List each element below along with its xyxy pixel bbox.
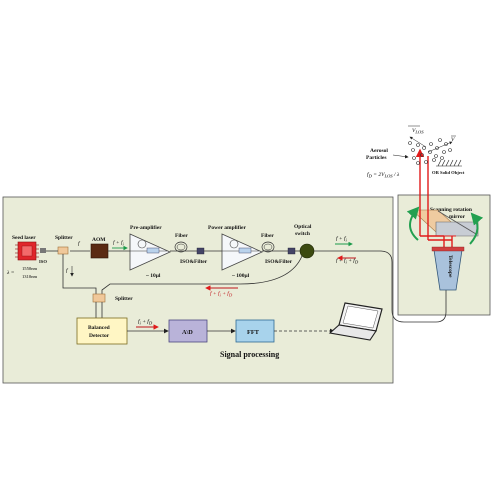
iso-filter-2-label: ISO&Filter [265, 259, 293, 265]
splitter-top-block [57, 246, 69, 255]
out-f-fi-label: f + fi [336, 235, 348, 243]
vlos-label: VLOS [412, 128, 424, 135]
seed-laser-label: Seed laser [12, 235, 36, 241]
balanced-detector-box [76, 317, 128, 345]
optical-switch-label-2: switch [295, 231, 310, 237]
fd-formula: fD = 2VLOS / λ [367, 171, 400, 179]
fiber-return-path [101, 255, 303, 294]
power-amplifier-icon [221, 233, 263, 271]
iso-label: ISO [39, 259, 47, 264]
balanced-detector-label-2: Detector [89, 333, 110, 339]
scanning-label-2: mirror [449, 214, 466, 220]
aom-label: AOM [92, 237, 106, 243]
wavelength-1310: 1310nm [22, 274, 37, 279]
rotation-arrow-right [469, 212, 484, 245]
laptop-icon [328, 302, 383, 341]
aerosol-label-2: Particles [366, 155, 386, 161]
telescope-label: Telescope [447, 255, 453, 278]
fiber-coil-2 [261, 241, 275, 253]
splitter-top-label: Splitter [55, 235, 73, 241]
aerosol-pointer [392, 154, 409, 159]
fiber-2-label: Fiber [261, 233, 274, 239]
optical-switch-label-1: Optical [294, 224, 312, 230]
solid-object-icon [436, 159, 462, 167]
seed-laser-icon [15, 241, 39, 261]
power-amp-length: ~ 100μl [232, 273, 250, 279]
iso-filter-1-block [196, 247, 205, 255]
pre-amplifier-label: Pre-amplifier [130, 225, 162, 231]
wavelength-symbol: λ = [6, 270, 15, 276]
rotation-arrow-left [406, 206, 420, 241]
fi-plus-fd-label: fi + fD [138, 318, 153, 326]
vlos-arrow [409, 136, 427, 148]
wavelength-1550: 1550nm [22, 266, 37, 271]
adc-label: A\D [182, 329, 193, 336]
f-plus-fi-top: f + fi [113, 239, 125, 247]
pre-amp-length: ~ 10μl [146, 273, 161, 279]
fi-fd-label: f + fi + fD [210, 290, 233, 298]
pre-amplifier-icon [129, 233, 171, 271]
splitter-bottom-label: Splitter [115, 296, 133, 302]
splitter-bottom-block [92, 293, 106, 303]
scanning-mirror-icon [411, 209, 479, 237]
or-solid-object-label: OR Solid Object [432, 170, 465, 175]
fiber-switch-telescope [314, 250, 447, 323]
telescope-icon [431, 246, 465, 291]
v-arrow [427, 141, 453, 153]
scanning-label-1: Scanning rotation [430, 207, 472, 213]
signal-processing-label: Signal processing [220, 350, 279, 359]
v-vector-label: V [451, 137, 455, 143]
optical-switch-icon [299, 243, 315, 259]
aerosol-label-1: Aerosol [370, 148, 388, 154]
fiber-lo-path [62, 254, 97, 294]
f-label-lo: f [66, 267, 69, 274]
f-label-top: f [78, 240, 81, 247]
fft-label: FFT [247, 329, 260, 336]
iso-filter-2-block [287, 247, 296, 255]
fiber-1-label: Fiber [175, 233, 188, 239]
aerosol-particles [408, 138, 452, 165]
aom-block [90, 243, 109, 259]
iso-block [40, 248, 46, 253]
transceiver-panel [2, 196, 394, 384]
iso-filter-1-label: ISO&Filter [180, 259, 208, 265]
balanced-detector-label-1: Balanced [88, 325, 110, 331]
fiber-coil-1 [174, 241, 188, 253]
power-amplifier-label: Power amplifier [208, 225, 246, 231]
laser-beams [415, 148, 456, 250]
